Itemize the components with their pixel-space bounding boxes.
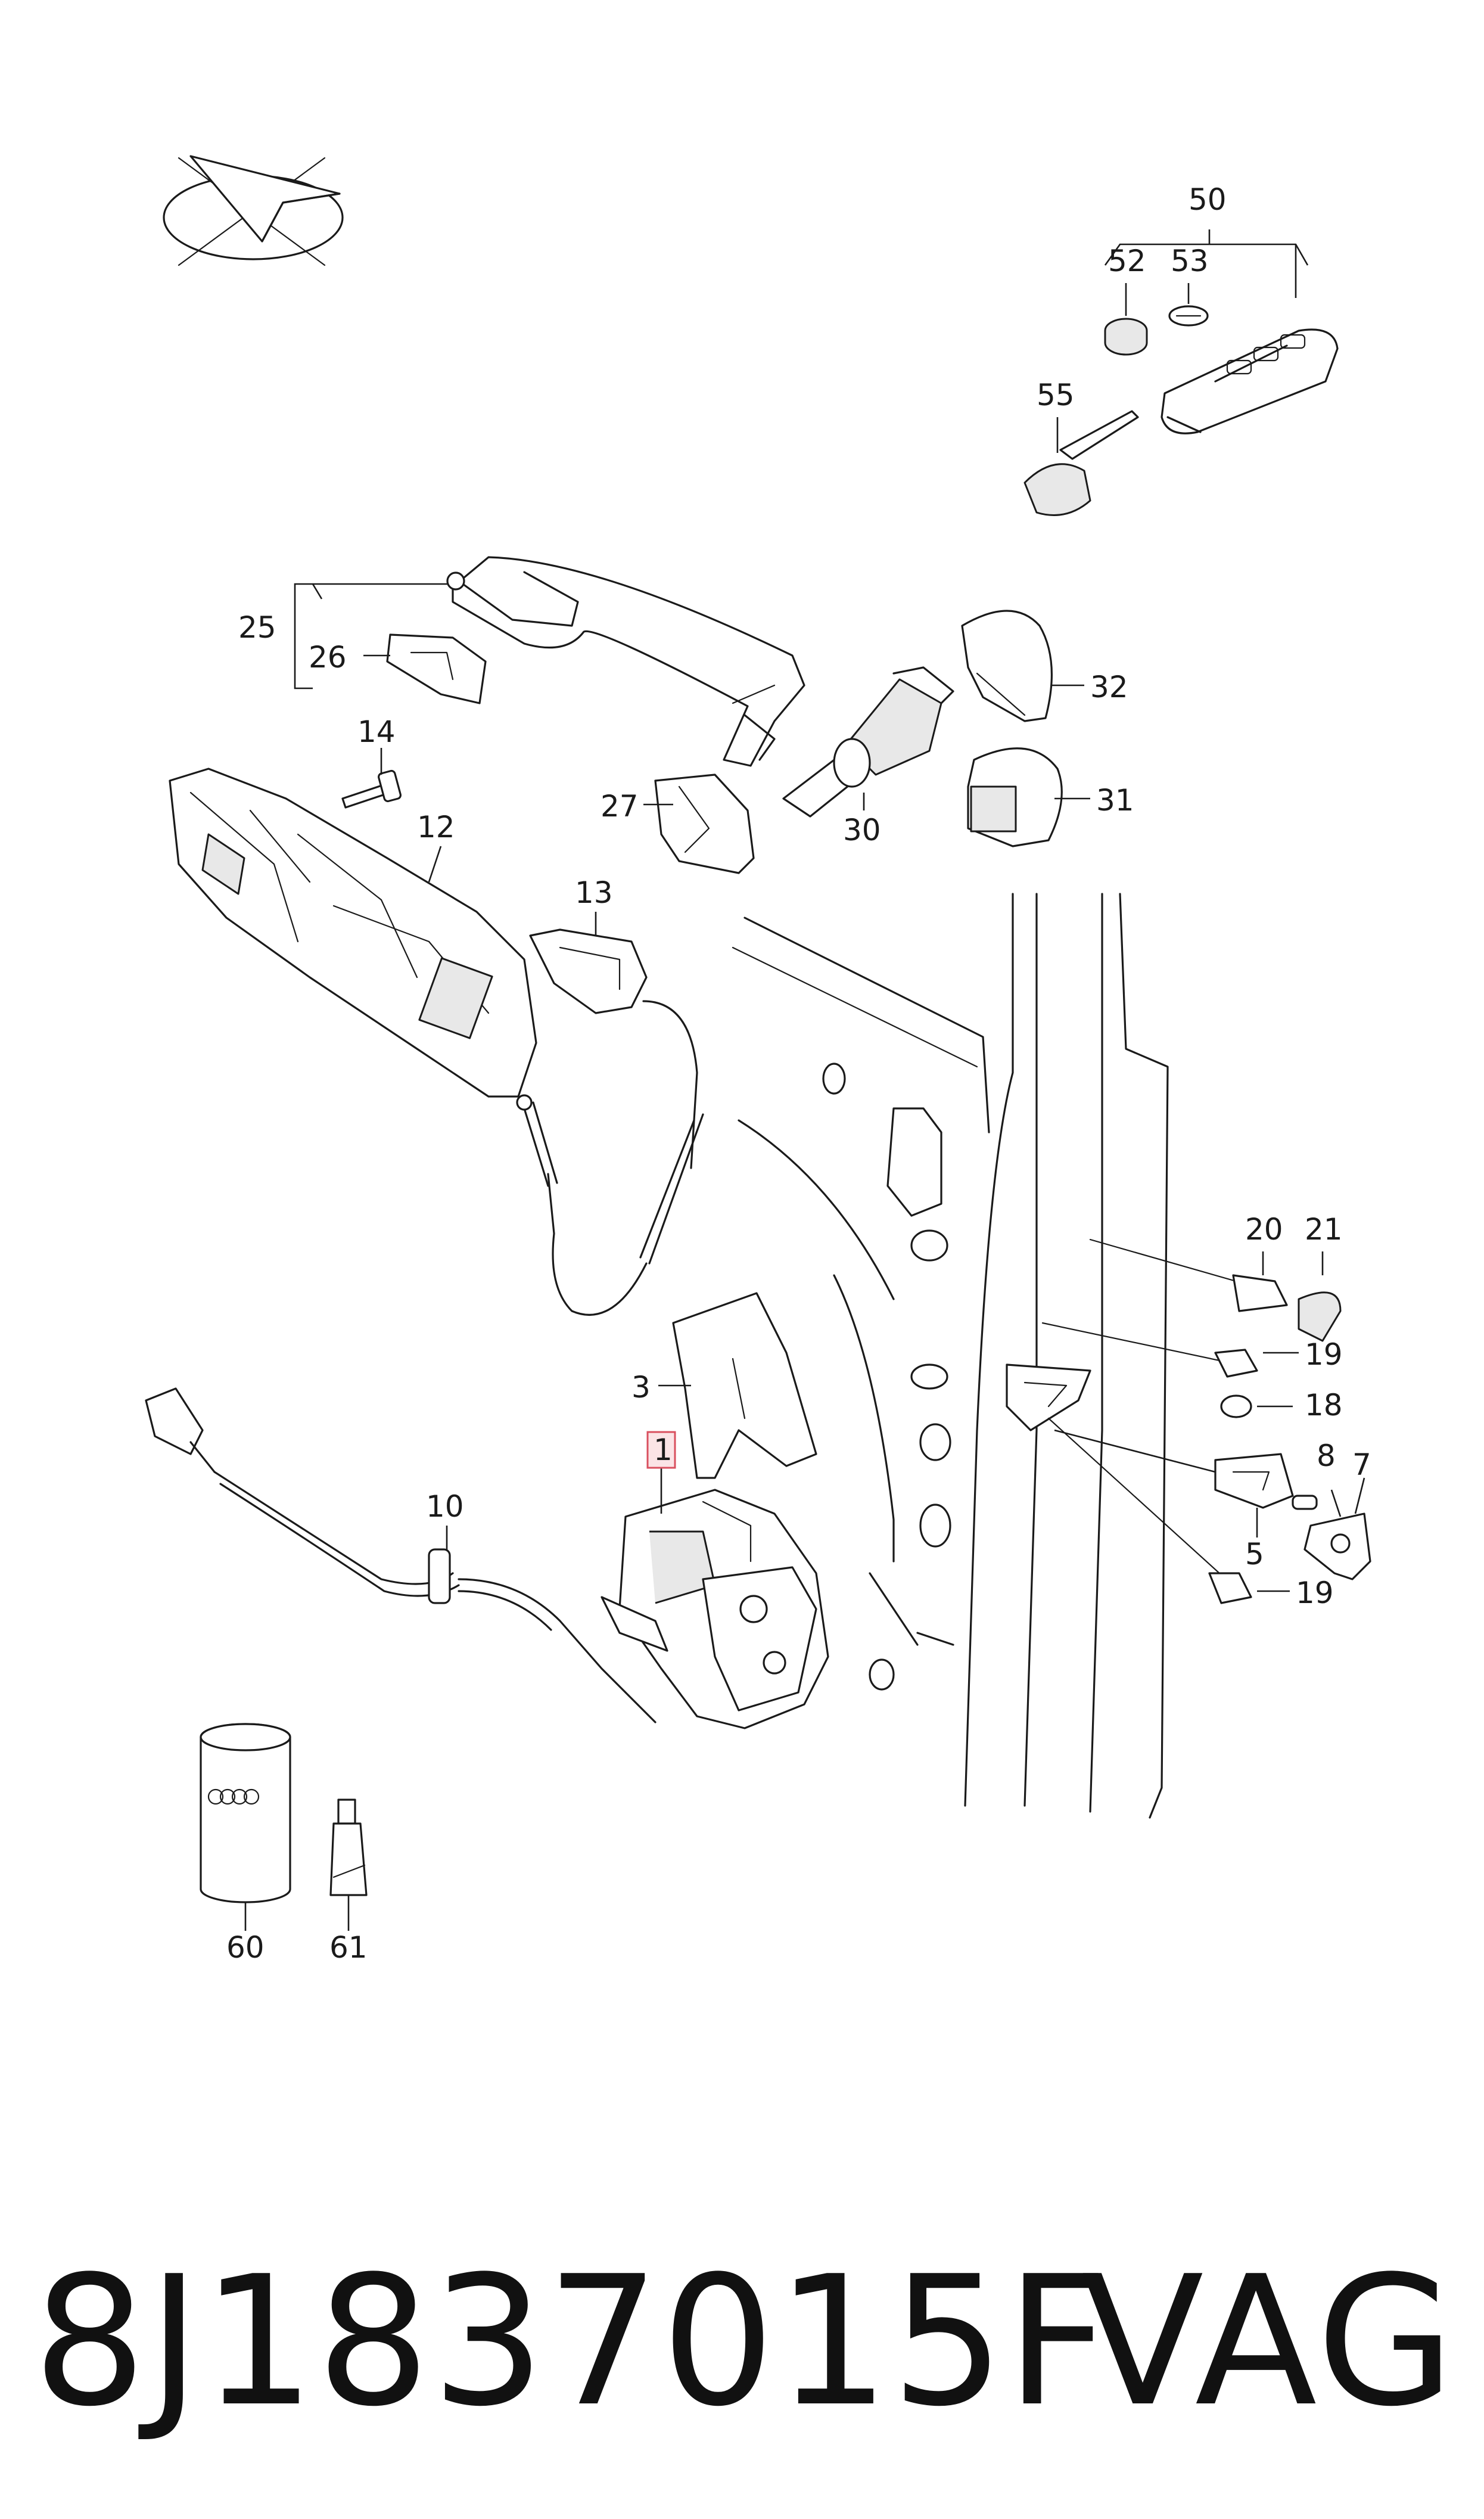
callout-labels: 1 3 5 7 8 10 12 13 14 18 19 19 20 21 25 … xyxy=(226,182,1371,1965)
handle-cover-plate xyxy=(643,774,755,874)
screw-14 xyxy=(341,748,402,809)
door-panel-outline xyxy=(732,893,1169,1819)
callout-26: 26 xyxy=(309,640,347,675)
callout-61: 61 xyxy=(329,1930,368,1965)
callout-21: 21 xyxy=(1305,1212,1343,1247)
callout-12: 12 xyxy=(417,810,455,844)
callout-30: 30 xyxy=(843,813,881,847)
outer-door-handle xyxy=(294,556,805,767)
vehicle-orientation-icon xyxy=(163,155,344,266)
callout-60: 60 xyxy=(226,1930,265,1965)
callout-55: 55 xyxy=(1037,378,1075,412)
door-lock-actuator xyxy=(601,1466,829,1729)
remote-key-assembly xyxy=(1023,229,1339,516)
handle-carrier-bracket xyxy=(169,768,537,1098)
callout-50: 50 xyxy=(1189,182,1227,217)
callout-32: 32 xyxy=(1090,670,1128,704)
grease-spray-can xyxy=(200,1723,291,1931)
callout-20: 20 xyxy=(1245,1212,1283,1247)
callout-13: 13 xyxy=(575,875,613,910)
lock-cylinder xyxy=(782,666,954,818)
callout-52: 52 xyxy=(1108,244,1146,278)
callout-18: 18 xyxy=(1305,1388,1343,1422)
callout-5: 5 xyxy=(1245,1537,1264,1571)
callout-7: 7 xyxy=(1352,1448,1371,1482)
part-number: 8J1837015F xyxy=(33,2238,1110,2446)
grease-tube xyxy=(329,1799,368,1931)
bowden-cable-upper xyxy=(516,912,704,1316)
callout-27: 27 xyxy=(601,789,639,824)
callout-10: 10 xyxy=(426,1489,464,1524)
callout-53: 53 xyxy=(1171,244,1209,278)
callout-19a: 19 xyxy=(1305,1337,1343,1372)
callout-31: 31 xyxy=(1096,783,1134,818)
lock-cylinder-caps xyxy=(961,610,1090,847)
callout-25: 25 xyxy=(238,610,276,645)
callout-14: 14 xyxy=(357,715,396,749)
callout-19b: 19 xyxy=(1296,1576,1334,1610)
callout-3: 3 xyxy=(631,1370,651,1405)
audi-rings-icon xyxy=(207,1788,260,1805)
striker-and-fasteners xyxy=(1006,1238,1371,1604)
lock-bracket xyxy=(658,1292,817,1479)
callout-1: 1 xyxy=(654,1433,673,1467)
callout-1-highlight xyxy=(646,1431,676,1469)
bowden-cable-lower xyxy=(145,1387,657,1723)
callout-8: 8 xyxy=(1317,1439,1336,1473)
footer: 8J1837015F VAG xyxy=(0,2217,1484,2467)
brand-name: VAG xyxy=(1081,2238,1457,2446)
